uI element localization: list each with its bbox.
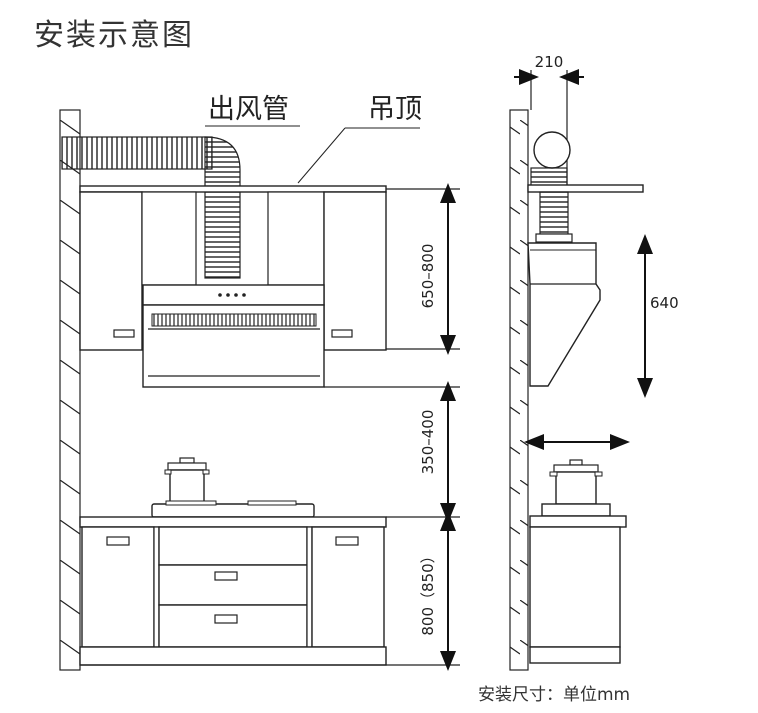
cooking-pot [164, 457, 210, 505]
side-ceiling-board [527, 184, 644, 193]
dim-label-hood-height: 640 [650, 294, 679, 312]
front-wall [59, 109, 81, 671]
duct-vertical [204, 185, 241, 279]
dim-label-counter: 800（850） [419, 548, 437, 635]
side-view: 210 640 [509, 53, 679, 671]
gas-stove [151, 503, 315, 518]
plinth [79, 646, 387, 666]
upper-cabinet-left [79, 191, 143, 351]
duct-elbow [204, 136, 241, 191]
drawer-middle [158, 564, 308, 606]
page-title: 安装示意图 [34, 18, 194, 53]
duct-cross-section [533, 131, 571, 169]
drawer-bottom [158, 604, 308, 648]
upper-cabinet-right [323, 191, 387, 351]
hood-side-profile [527, 242, 601, 387]
side-wall [509, 109, 529, 671]
dim-label-hood-ceiling: 650–800 [419, 244, 437, 309]
front-view: 出风管 吊顶 650–800 350–400 800（850） [59, 94, 460, 671]
hood-grill [151, 313, 317, 327]
side-cooking-pot [549, 459, 603, 505]
lower-cabinet-right [311, 526, 385, 648]
dim-label-duct-diameter: 210 [535, 53, 564, 71]
ceiling-board [79, 185, 387, 193]
unit-footnote: 安装尺寸：单位mm [478, 685, 631, 705]
side-lower-cabinet [529, 526, 621, 648]
drawer-top [158, 526, 308, 566]
label-ceiling: 吊顶 [368, 94, 422, 125]
dim-label-hood-stove: 350–400 [419, 410, 437, 475]
hood-top-panel [142, 284, 325, 306]
lower-cabinet-left [81, 526, 155, 648]
duct-horizontal [61, 136, 213, 170]
label-duct: 出风管 [208, 94, 289, 125]
side-countertop [529, 515, 627, 528]
countertop [79, 516, 387, 528]
